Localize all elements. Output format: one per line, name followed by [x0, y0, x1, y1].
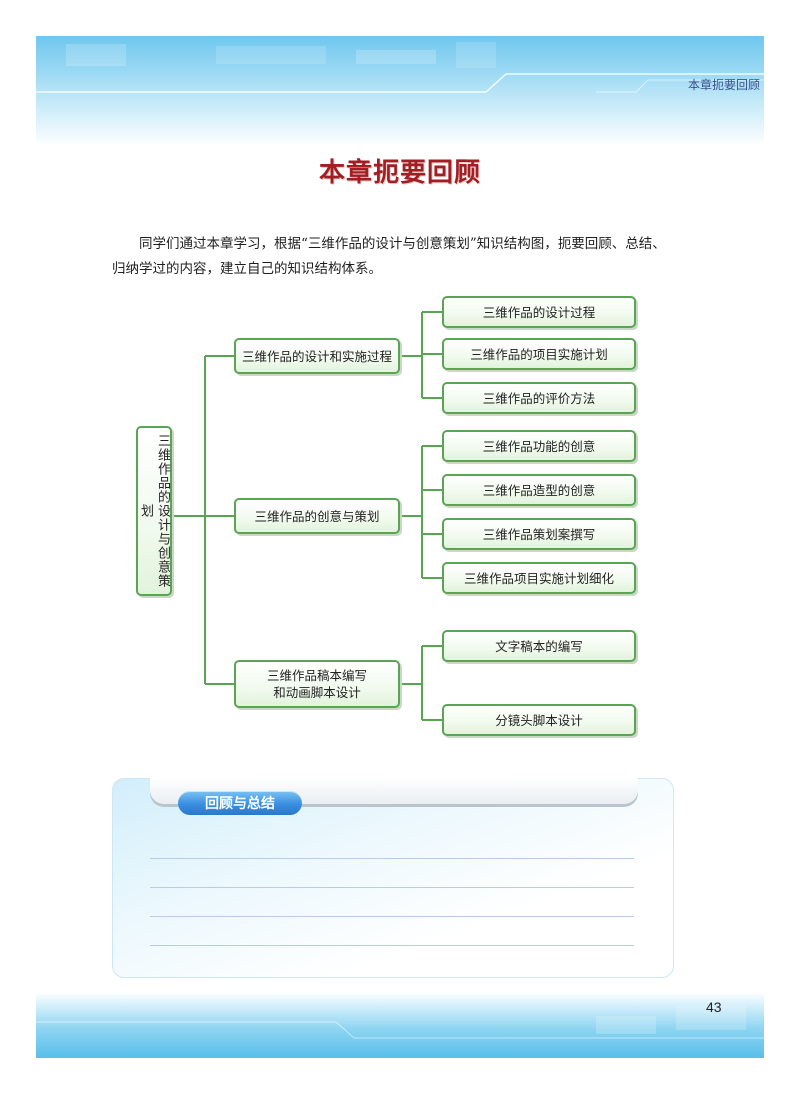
footer-decoration	[36, 1006, 764, 1039]
root-node: 三维作品的设计与创意策划	[136, 426, 172, 596]
writing-line	[150, 916, 634, 917]
branch-node-design-process: 三维作品的设计和实施过程	[234, 338, 400, 374]
leaf-node: 三维作品造型的创意	[442, 474, 636, 506]
leaf-node: 三维作品的项目实施计划	[442, 338, 636, 370]
leaf-node: 三维作品功能的创意	[442, 430, 636, 462]
writing-line	[150, 945, 634, 946]
branch-node-script-design: 三维作品稿本编写 和动画脚本设计	[234, 660, 400, 708]
running-header: 本章扼要回顾	[687, 78, 760, 92]
branch-label-line-2: 和动画脚本设计	[273, 685, 361, 700]
circuit-decoration	[36, 42, 764, 93]
writing-line	[150, 858, 634, 859]
intro-paragraph: 同学们通过本章学习，根据“三维作品的设计与创意策划”知识结构图，扼要回顾、总结、…	[112, 236, 666, 277]
branch-node-creative-planning: 三维作品的创意与策划	[234, 498, 400, 534]
branch-label-line-1: 三维作品稿本编写	[266, 668, 367, 683]
leaf-node: 三维作品策划案撰写	[442, 518, 636, 550]
leaf-node: 文字稿本的编写	[442, 630, 636, 662]
page-title: 本章扼要回顾	[318, 158, 481, 188]
review-summary-label: 回顾与总结	[178, 791, 302, 815]
writing-line	[150, 887, 634, 888]
leaf-node: 分镜头脚本设计	[442, 704, 636, 736]
leaf-node: 三维作品的评价方法	[442, 382, 636, 414]
page-number: 43	[706, 999, 722, 1015]
leaf-node: 三维作品项目实施计划细化	[442, 562, 636, 594]
header-banner	[36, 36, 764, 146]
leaf-node: 三维作品的设计过程	[442, 296, 636, 328]
diagram-connectors	[172, 311, 442, 721]
knowledge-structure-diagram: 三维作品的设计与创意策划 三维作品的设计和实施过程 三维作品的创意与策划 三维作…	[136, 296, 636, 736]
footer-banner	[36, 992, 764, 1058]
